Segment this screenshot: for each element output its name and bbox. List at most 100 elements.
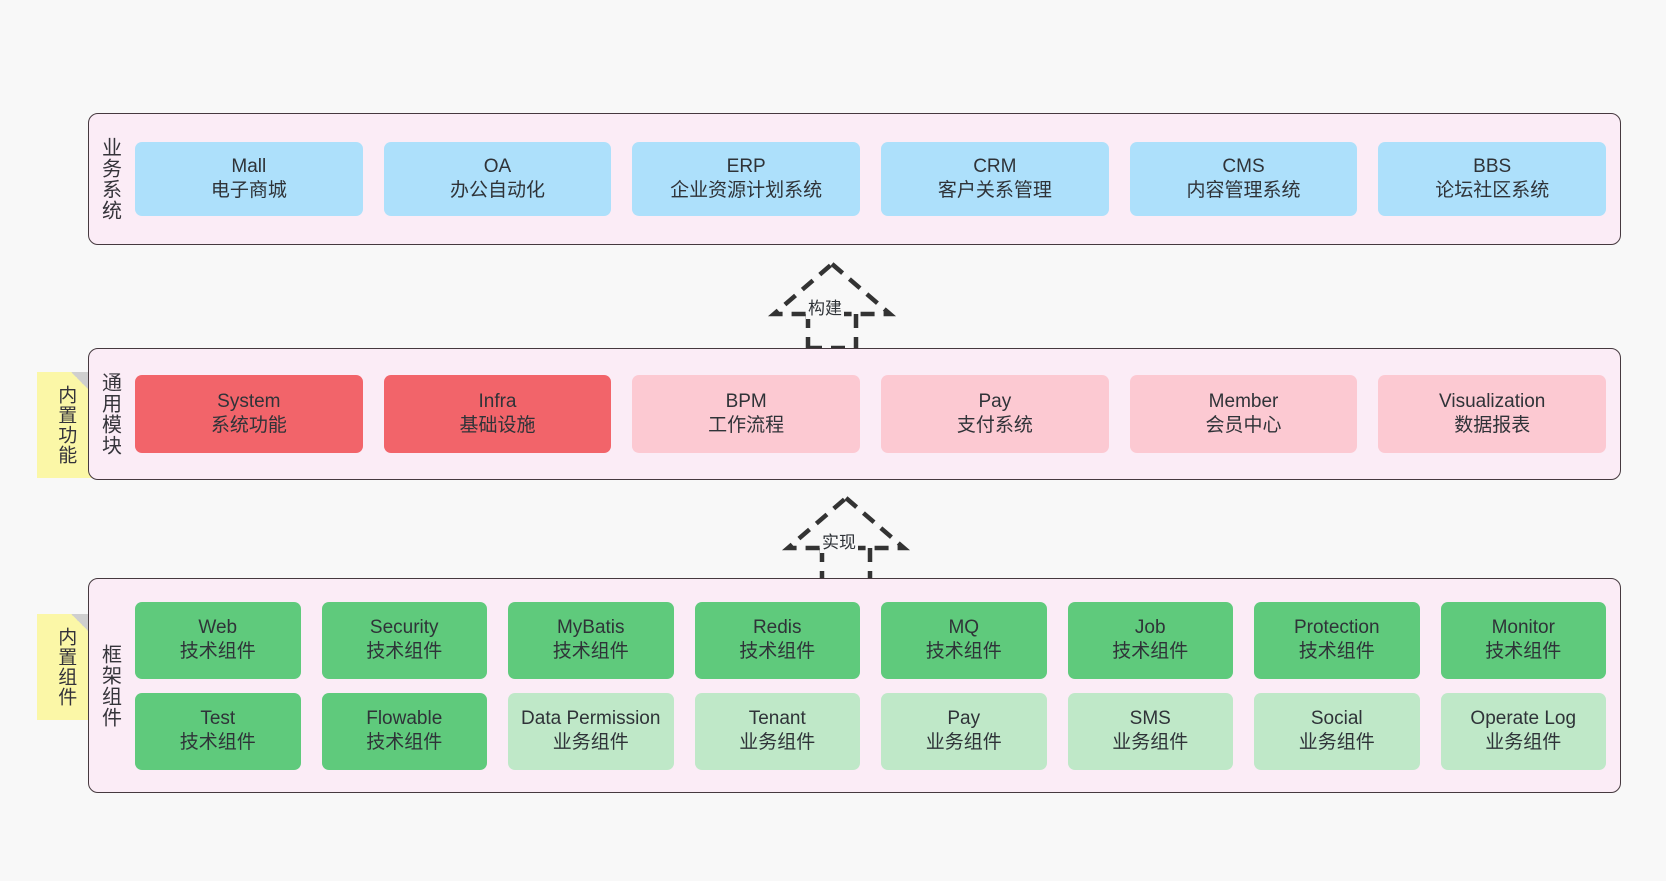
layer-title-framework-component: 框架组件: [98, 643, 121, 728]
node-subtitle: 技术组件: [925, 641, 1002, 662]
node-member[interactable]: Member 会员中心: [1129, 375, 1358, 453]
node-title: Redis: [752, 617, 802, 639]
node-subtitle: 业务组件: [1485, 732, 1562, 753]
node-mall[interactable]: Mall 电子商城: [135, 142, 363, 216]
node-subtitle: 论坛社区系统: [1435, 180, 1550, 201]
node-bpm[interactable]: BPM 工作流程: [632, 375, 861, 453]
node-title: MyBatis: [556, 617, 625, 639]
node-subtitle: 技术组件: [1485, 641, 1562, 662]
note-fold-corner-icon: [71, 372, 93, 394]
node-subtitle: 会员中心: [1205, 415, 1282, 436]
node-title: Flowable: [366, 708, 443, 730]
node-visualization[interactable]: Visualization 数据报表: [1378, 375, 1607, 453]
sticky-note-builtin-function: 内置功能: [37, 372, 93, 478]
node-monitor[interactable]: Monitor 技术组件: [1440, 601, 1606, 679]
sticky-note-label: 内置组件: [55, 627, 77, 707]
node-redis[interactable]: Redis 技术组件: [694, 601, 860, 679]
node-subtitle: 客户关系管理: [937, 180, 1052, 201]
layer-body-framework-component: Web 技术组件 Security 技术组件 MyBatis 技术组件 Redi…: [129, 579, 1620, 792]
layer-common-module: 通用模块 System 系统功能 Infra 基础设施 BPM 工作流程 Pay…: [88, 348, 1621, 480]
note-fold-corner-icon: [71, 614, 93, 636]
node-title: Mall: [231, 156, 267, 178]
node-subtitle: 企业资源计划系统: [670, 180, 823, 201]
node-title: Member: [1208, 391, 1279, 413]
node-operate-log[interactable]: Operate Log 业务组件: [1440, 692, 1606, 770]
layer-business-system: 业务系统 Mall 电子商城 OA 办公自动化 ERP 企业资源计划系统 CRM…: [88, 113, 1621, 245]
node-title: Pay: [947, 708, 981, 730]
node-title: Data Permission: [521, 708, 661, 730]
node-subtitle: 技术组件: [179, 732, 256, 753]
node-pay-module[interactable]: Pay 支付系统: [881, 375, 1109, 453]
node-title: OA: [483, 156, 512, 178]
node-subtitle: 业务组件: [739, 732, 816, 753]
node-subtitle: 业务组件: [925, 732, 1002, 753]
node-cms[interactable]: CMS 内容管理系统: [1129, 142, 1358, 216]
node-subtitle: 内容管理系统: [1186, 180, 1301, 201]
layer-body-common-module: System 系统功能 Infra 基础设施 BPM 工作流程 Pay 支付系统…: [129, 349, 1620, 479]
sticky-note-builtin-component: 内置组件: [37, 614, 93, 720]
node-title: Security: [369, 617, 439, 639]
node-subtitle: 技术组件: [739, 641, 816, 662]
node-subtitle: 技术组件: [552, 641, 629, 662]
node-subtitle: 技术组件: [366, 732, 443, 753]
node-infra[interactable]: Infra 基础设施: [383, 375, 612, 453]
node-system[interactable]: System 系统功能: [135, 375, 363, 453]
node-row: Mall 电子商城 OA 办公自动化 ERP 企业资源计划系统 CRM 客户关系…: [135, 142, 1607, 216]
layer-framework-component: 框架组件 Web 技术组件 Security 技术组件 MyBatis 技术组件…: [88, 578, 1621, 793]
connector-build: 构建: [752, 258, 912, 351]
node-title: BBS: [1473, 156, 1512, 178]
node-row: System 系统功能 Infra 基础设施 BPM 工作流程 Pay 支付系统…: [135, 375, 1607, 453]
node-title: Protection: [1293, 617, 1380, 639]
node-title: Social: [1310, 708, 1363, 730]
node-subtitle: 支付系统: [956, 415, 1033, 436]
layer-title-common-module: 通用模块: [98, 372, 121, 456]
node-oa[interactable]: OA 办公自动化: [383, 142, 612, 216]
node-title: System: [217, 391, 281, 413]
node-title: BPM: [725, 391, 767, 413]
node-title: Web: [198, 617, 238, 639]
node-pay-component[interactable]: Pay 业务组件: [881, 692, 1047, 770]
node-title: Monitor: [1491, 617, 1555, 639]
build-arrow-icon: [767, 261, 897, 351]
node-subtitle: 技术组件: [179, 641, 256, 662]
node-subtitle: 电子商城: [210, 180, 287, 201]
node-subtitle: 基础设施: [459, 415, 536, 436]
node-protection[interactable]: Protection 技术组件: [1254, 601, 1420, 679]
node-subtitle: 数据报表: [1454, 415, 1531, 436]
node-title: CRM: [973, 156, 1017, 178]
node-web[interactable]: Web 技术组件: [135, 601, 301, 679]
node-tenant[interactable]: Tenant 业务组件: [694, 692, 860, 770]
node-data-permission[interactable]: Data Permission 业务组件: [508, 692, 674, 770]
node-crm[interactable]: CRM 客户关系管理: [881, 142, 1109, 216]
node-subtitle: 办公自动化: [450, 180, 546, 201]
node-flowable[interactable]: Flowable 技术组件: [321, 692, 487, 770]
node-title: Test: [200, 708, 236, 730]
node-title: ERP: [726, 156, 766, 178]
node-subtitle: 技术组件: [366, 641, 443, 662]
node-subtitle: 技术组件: [1112, 641, 1189, 662]
node-bbs[interactable]: BBS 论坛社区系统: [1378, 142, 1607, 216]
connector-build-label: 构建: [806, 294, 844, 319]
connector-implement: 实现: [766, 492, 926, 585]
implement-arrow-icon: [781, 495, 911, 585]
node-sms[interactable]: SMS 业务组件: [1067, 692, 1233, 770]
connector-implement-label: 实现: [820, 528, 858, 553]
node-mybatis[interactable]: MyBatis 技术组件: [508, 601, 674, 679]
node-title: Visualization: [1439, 391, 1546, 413]
node-security[interactable]: Security 技术组件: [321, 601, 487, 679]
node-title: SMS: [1129, 708, 1171, 730]
node-title: Job: [1134, 617, 1166, 639]
node-subtitle: 业务组件: [1298, 732, 1375, 753]
layer-body-business-system: Mall 电子商城 OA 办公自动化 ERP 企业资源计划系统 CRM 客户关系…: [129, 114, 1620, 244]
node-social[interactable]: Social 业务组件: [1254, 692, 1420, 770]
node-title: CMS: [1222, 156, 1265, 178]
node-mq[interactable]: MQ 技术组件: [881, 601, 1047, 679]
node-subtitle: 系统功能: [210, 415, 287, 436]
node-test[interactable]: Test 技术组件: [135, 692, 301, 770]
node-erp[interactable]: ERP 企业资源计划系统: [632, 142, 861, 216]
node-row: Web 技术组件 Security 技术组件 MyBatis 技术组件 Redi…: [135, 601, 1606, 679]
node-job[interactable]: Job 技术组件: [1067, 601, 1233, 679]
layer-title-business-system: 业务系统: [98, 137, 121, 221]
node-title: Operate Log: [1470, 708, 1577, 730]
